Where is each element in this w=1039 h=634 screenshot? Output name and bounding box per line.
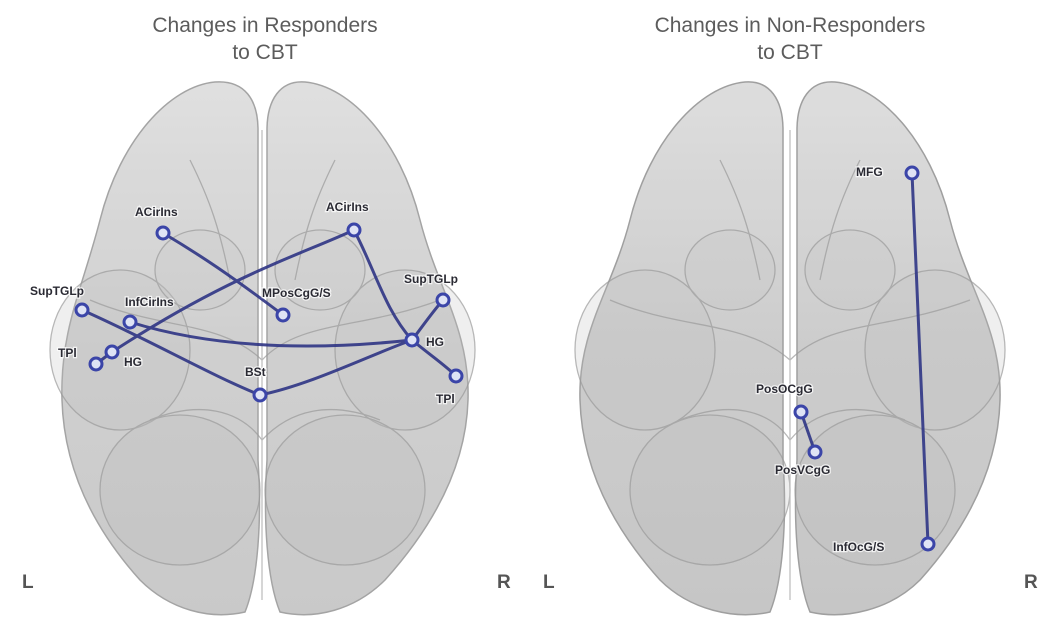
label-infocgs: InfOcG/S: [833, 540, 884, 554]
label-mposcggs: MPosCgG/S: [262, 286, 331, 300]
label-acirins-left: ACirIns: [135, 205, 178, 219]
non-responders-brain: [575, 82, 1005, 615]
node-tpl-right: [450, 370, 462, 382]
label-posocgg: PosOCgG: [756, 382, 813, 396]
node-mfg: [906, 167, 918, 179]
node-hg-right: [406, 334, 418, 346]
label-hg-right: HG: [426, 335, 444, 349]
label-bst: BSt: [245, 365, 266, 379]
node-acirins-left: [157, 227, 169, 239]
node-hg-left: [106, 346, 118, 358]
label-suptglp-right: SupTGLp: [404, 272, 458, 286]
label-hg-left: HG: [124, 355, 142, 369]
node-mposcggs: [277, 309, 289, 321]
node-infcirins: [124, 316, 136, 328]
node-bst: [254, 389, 266, 401]
node-suptglp-right: [437, 294, 449, 306]
label-mfg: MFG: [856, 165, 883, 179]
label-posvcgg: PosVCgG: [775, 463, 830, 477]
label-acirins-right: ACirIns: [326, 200, 369, 214]
node-posocgg: [795, 406, 807, 418]
node-infocgs: [922, 538, 934, 550]
label-infcirins: InfCirIns: [125, 295, 174, 309]
label-tpl-right: TPl: [436, 392, 455, 406]
node-acirins-right: [348, 224, 360, 236]
node-posvcgg: [809, 446, 821, 458]
label-tpl-left: TPl: [58, 346, 77, 360]
label-suptglp-left: SupTGLp: [30, 284, 84, 298]
node-suptglp-left: [76, 304, 88, 316]
node-tpl-left: [90, 358, 102, 370]
